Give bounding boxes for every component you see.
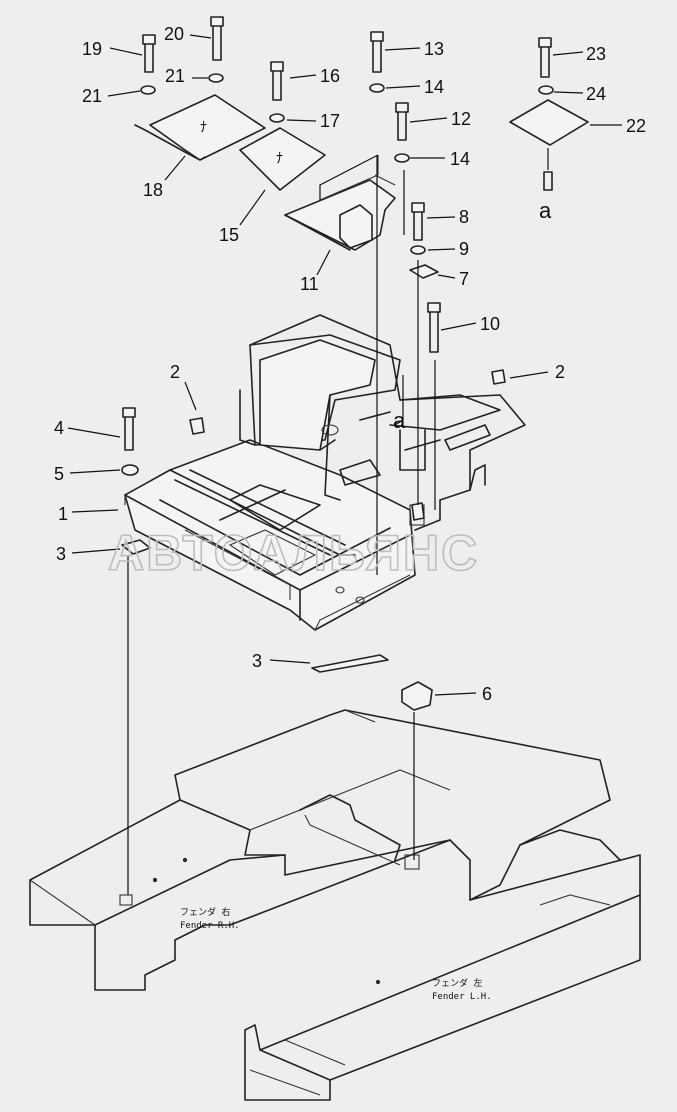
cover-15 [239,127,326,191]
alignment-lines [119,154,436,906]
callout-12: 12 [451,109,471,129]
callout-17: 17 [320,111,340,131]
callout-9: 9 [459,239,469,259]
svg-text:ﾅ: ﾅ [200,119,207,135]
plate-7 [409,264,439,279]
fender-rh-jp: フェンダ 右 [180,906,230,918]
svg-text:ﾅ: ﾅ [276,150,283,166]
callout-22: 22 [626,116,646,136]
callout-a: a [539,198,552,223]
callout-2: 2 [170,362,180,382]
washers [121,73,554,476]
callout-3: 3 [252,651,262,671]
cover-18 [149,94,266,161]
callout-13: 13 [424,39,444,59]
watermark: АВТОАЛЬЯНС [108,525,479,581]
fender-assembly [29,709,641,1101]
floor-frame-part-1 [124,314,526,631]
nut-2-right [491,369,506,385]
bolts [122,16,553,451]
callout-19: 19 [82,39,102,59]
callout-8: 8 [459,207,469,227]
cover-22 [509,99,589,146]
callout-23: 23 [586,44,606,64]
callout-11: 11 [300,274,319,294]
callout-10: 10 [480,314,500,334]
callout-1: 1 [58,504,68,524]
block-6 [401,681,433,711]
callout-6: 6 [482,684,492,704]
callout-14: 14 [450,149,470,169]
callout-15: 15 [219,225,239,245]
nut-2-left [189,417,205,435]
callout-4: 4 [54,418,64,438]
callout-18: 18 [143,180,163,200]
callout-24: 24 [586,84,606,104]
callout-14: 14 [424,77,444,97]
callout-7: 7 [459,269,469,289]
callout-21: 21 [165,66,185,86]
fender-rh-en: Fender R.H. [180,921,240,931]
callout-20: 20 [164,24,184,44]
callout-labels: 19 20 21 21 16 17 18 15 13 14 12 14 11 2… [54,24,646,704]
callout-2: 2 [555,362,565,382]
callout-a: a [393,408,406,433]
leader-lines [67,34,622,696]
callout-5: 5 [54,464,64,484]
callout-3: 3 [56,544,66,564]
callout-21: 21 [82,86,102,106]
plate-3-lower [311,654,389,673]
fender-lh-jp: フェンダ 左 [432,977,482,989]
plate-3-upper [121,539,151,555]
callout-16: 16 [320,66,340,86]
fender-lh-en: Fender L.H. [432,992,492,1002]
